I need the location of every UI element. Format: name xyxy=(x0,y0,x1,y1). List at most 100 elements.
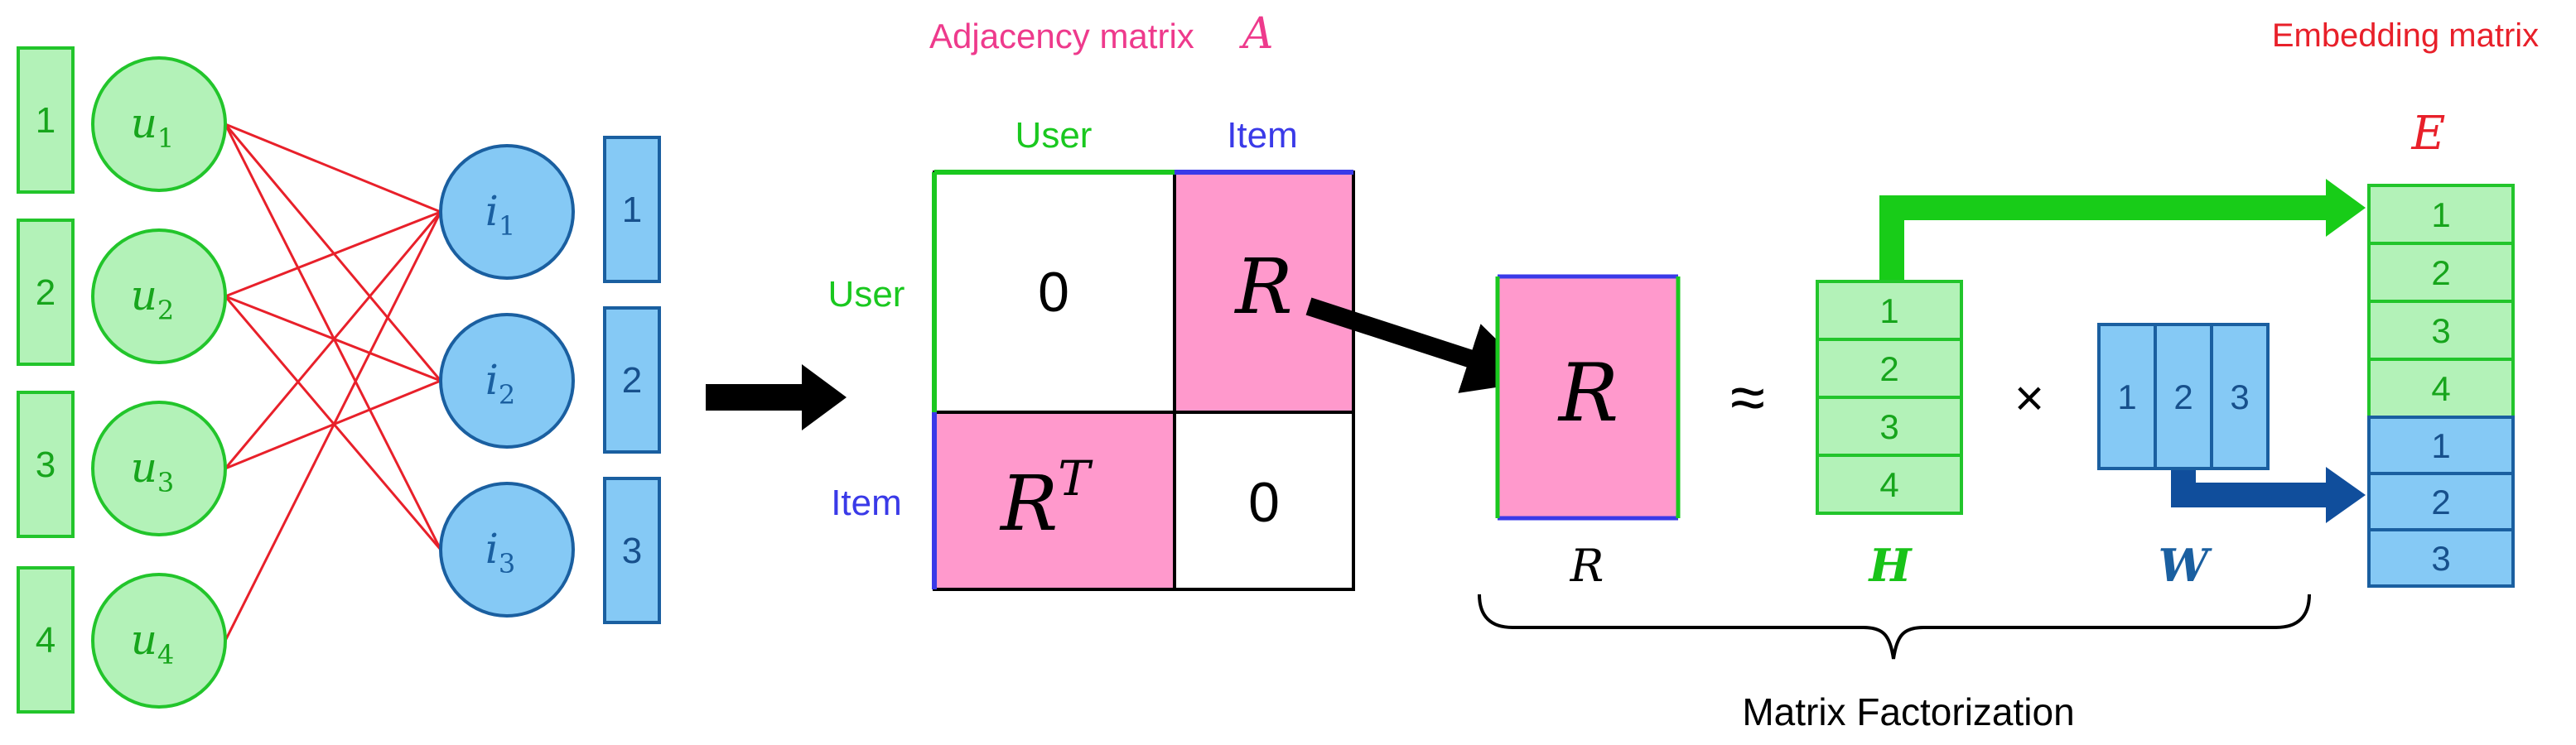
node-base: u xyxy=(131,444,157,492)
interaction-edges xyxy=(224,123,442,642)
user-id-box-1: 1 xyxy=(17,46,75,194)
node-subscript: 1 xyxy=(157,123,174,154)
adjacency-matrix: 0 R RT 0 xyxy=(932,170,1355,591)
item-node-3: i3 xyxy=(439,482,575,618)
item-id-box-1: 1 xyxy=(603,136,661,283)
svg-text:i1: i1 xyxy=(485,187,515,242)
user-id-label: 1 xyxy=(36,100,55,141)
h-row-label: 3 xyxy=(1879,407,1898,446)
item-id-boxes: 1 2 3 xyxy=(603,136,661,624)
embedding-row-label: 3 xyxy=(2431,311,2450,350)
user-node-2: u2 xyxy=(91,228,227,364)
svg-text:u3: u3 xyxy=(131,444,175,498)
svg-text:i3: i3 xyxy=(485,525,515,579)
user-id-box-2: 2 xyxy=(17,219,75,366)
node-base: i xyxy=(485,356,499,404)
arrow-w-to-embedding xyxy=(2171,467,2366,523)
svg-text:RT: RT xyxy=(999,450,1093,548)
w-col-2 xyxy=(2154,323,2213,470)
embedding-item-row-2 xyxy=(2367,472,2515,531)
approx-symbol: ≈ xyxy=(1730,363,1765,433)
node-subscript: 3 xyxy=(157,467,174,498)
cell-rt-base: R xyxy=(999,459,1058,548)
item-nodes: i1 i2 i3 xyxy=(439,144,575,618)
arrow-to-adjacency xyxy=(706,364,847,430)
factorization-brace xyxy=(1478,594,2311,660)
user-id-label: 4 xyxy=(36,620,55,661)
node-base: i xyxy=(485,187,499,235)
row-label-user: User xyxy=(828,274,905,315)
node-subscript: 4 xyxy=(157,639,174,670)
embedding-user-row-4 xyxy=(2367,358,2515,419)
cell-rt-superscript: T xyxy=(1058,450,1093,507)
h-row-label: 2 xyxy=(1879,349,1898,388)
adjacency-title-symbol: A xyxy=(1239,9,1274,59)
times-symbol: × xyxy=(2014,370,2044,427)
node-subscript: 2 xyxy=(157,295,174,326)
arrow-r-to-factorization xyxy=(1305,297,1539,393)
user-nodes: u1 u2 u3 u4 xyxy=(91,56,227,709)
node-base: u xyxy=(131,616,157,664)
embedding-user-row-1 xyxy=(2367,184,2515,245)
embedding-item-row-1 xyxy=(2367,416,2515,475)
node-base: u xyxy=(131,272,157,320)
embedding-row-label: 4 xyxy=(2431,369,2450,408)
node-subscript: 1 xyxy=(499,210,515,242)
embedding-item-row-3 xyxy=(2367,528,2515,588)
h-row-label: 4 xyxy=(1879,465,1898,504)
embedding-user-row-2 xyxy=(2367,242,2515,303)
user-id-box-4: 4 xyxy=(17,566,75,714)
user-node-3: u3 xyxy=(91,401,227,536)
embedding-symbol: E xyxy=(2411,107,2446,161)
embedding-row-label: 3 xyxy=(2431,539,2450,578)
cell-r-background xyxy=(1175,172,1353,412)
cell-zero-top-left: 0 xyxy=(1038,261,1069,324)
cell-zero-bottom-right: 0 xyxy=(1248,471,1280,534)
svg-text:i2: i2 xyxy=(485,356,515,411)
w-col-label: 2 xyxy=(2173,377,2192,416)
w-col-3 xyxy=(2210,323,2270,470)
item-node-1: i1 xyxy=(439,144,575,280)
cell-r: R xyxy=(1233,243,1292,331)
h-matrix: 1 2 3 4 xyxy=(1816,280,1963,515)
edge-u3-i1 xyxy=(224,211,442,469)
embedding-title: Embedding matrix xyxy=(2272,17,2539,54)
embedding-user-row-3 xyxy=(2367,300,2515,361)
svg-text:u1: u1 xyxy=(131,99,175,154)
column-label-user: User xyxy=(1015,115,1093,156)
node-subscript: 3 xyxy=(499,548,515,579)
item-id-label: 1 xyxy=(622,190,642,230)
user-id-label: 2 xyxy=(36,272,55,313)
r-block-symbol: R xyxy=(1557,347,1618,440)
embedding-row-label: 1 xyxy=(2431,195,2450,234)
user-node-1: u1 xyxy=(91,56,227,192)
factorization-caption: Matrix Factorization xyxy=(1742,690,2074,733)
edge-u2-i3 xyxy=(224,296,442,550)
h-row-2 xyxy=(1816,338,1963,399)
r-matrix-block: R xyxy=(1495,274,1681,521)
h-row-label: 1 xyxy=(1879,291,1898,330)
row-label-item: Item xyxy=(831,483,902,523)
embedding-row-label: 1 xyxy=(2431,426,2450,465)
svg-text:u4: u4 xyxy=(131,616,175,670)
embedding-row-label: 2 xyxy=(2431,253,2450,292)
w-matrix: 1 2 3 xyxy=(2097,323,2270,470)
arrow-h-to-embedding xyxy=(1879,179,2366,280)
svg-text:u2: u2 xyxy=(131,272,175,326)
item-id-box-3: 3 xyxy=(603,477,661,624)
user-node-4: u4 xyxy=(91,573,227,709)
adjacency-title-text: Adjacency matrix xyxy=(929,17,1194,55)
w-col-label: 1 xyxy=(2117,377,2136,416)
column-label-item: Item xyxy=(1227,115,1298,156)
user-id-label: 3 xyxy=(36,445,55,485)
h-label: H xyxy=(1867,539,1913,592)
edge-u4-i1 xyxy=(224,211,442,642)
edge-u1-i3 xyxy=(224,123,442,550)
h-row-1 xyxy=(1816,280,1963,341)
cell-rt-background xyxy=(934,412,1175,589)
node-base: u xyxy=(131,99,157,147)
user-id-boxes: 1 2 3 4 xyxy=(17,46,75,714)
embedding-matrix: 1 2 3 4 1 2 3 xyxy=(2367,184,2515,588)
h-row-4 xyxy=(1816,454,1963,515)
